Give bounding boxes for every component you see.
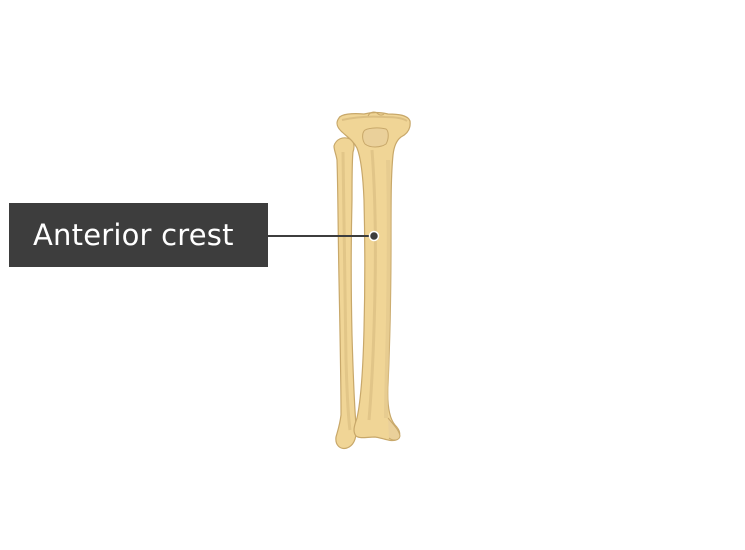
tibia: [336, 111, 411, 442]
anterior-crest-pointer-dot: [368, 230, 380, 242]
anterior-crest-leader: [268, 230, 380, 242]
anterior-crest-label-text: Anterior crest: [33, 218, 234, 252]
fibula: [333, 137, 357, 450]
anterior-crest-label: Anterior crest: [9, 203, 268, 267]
